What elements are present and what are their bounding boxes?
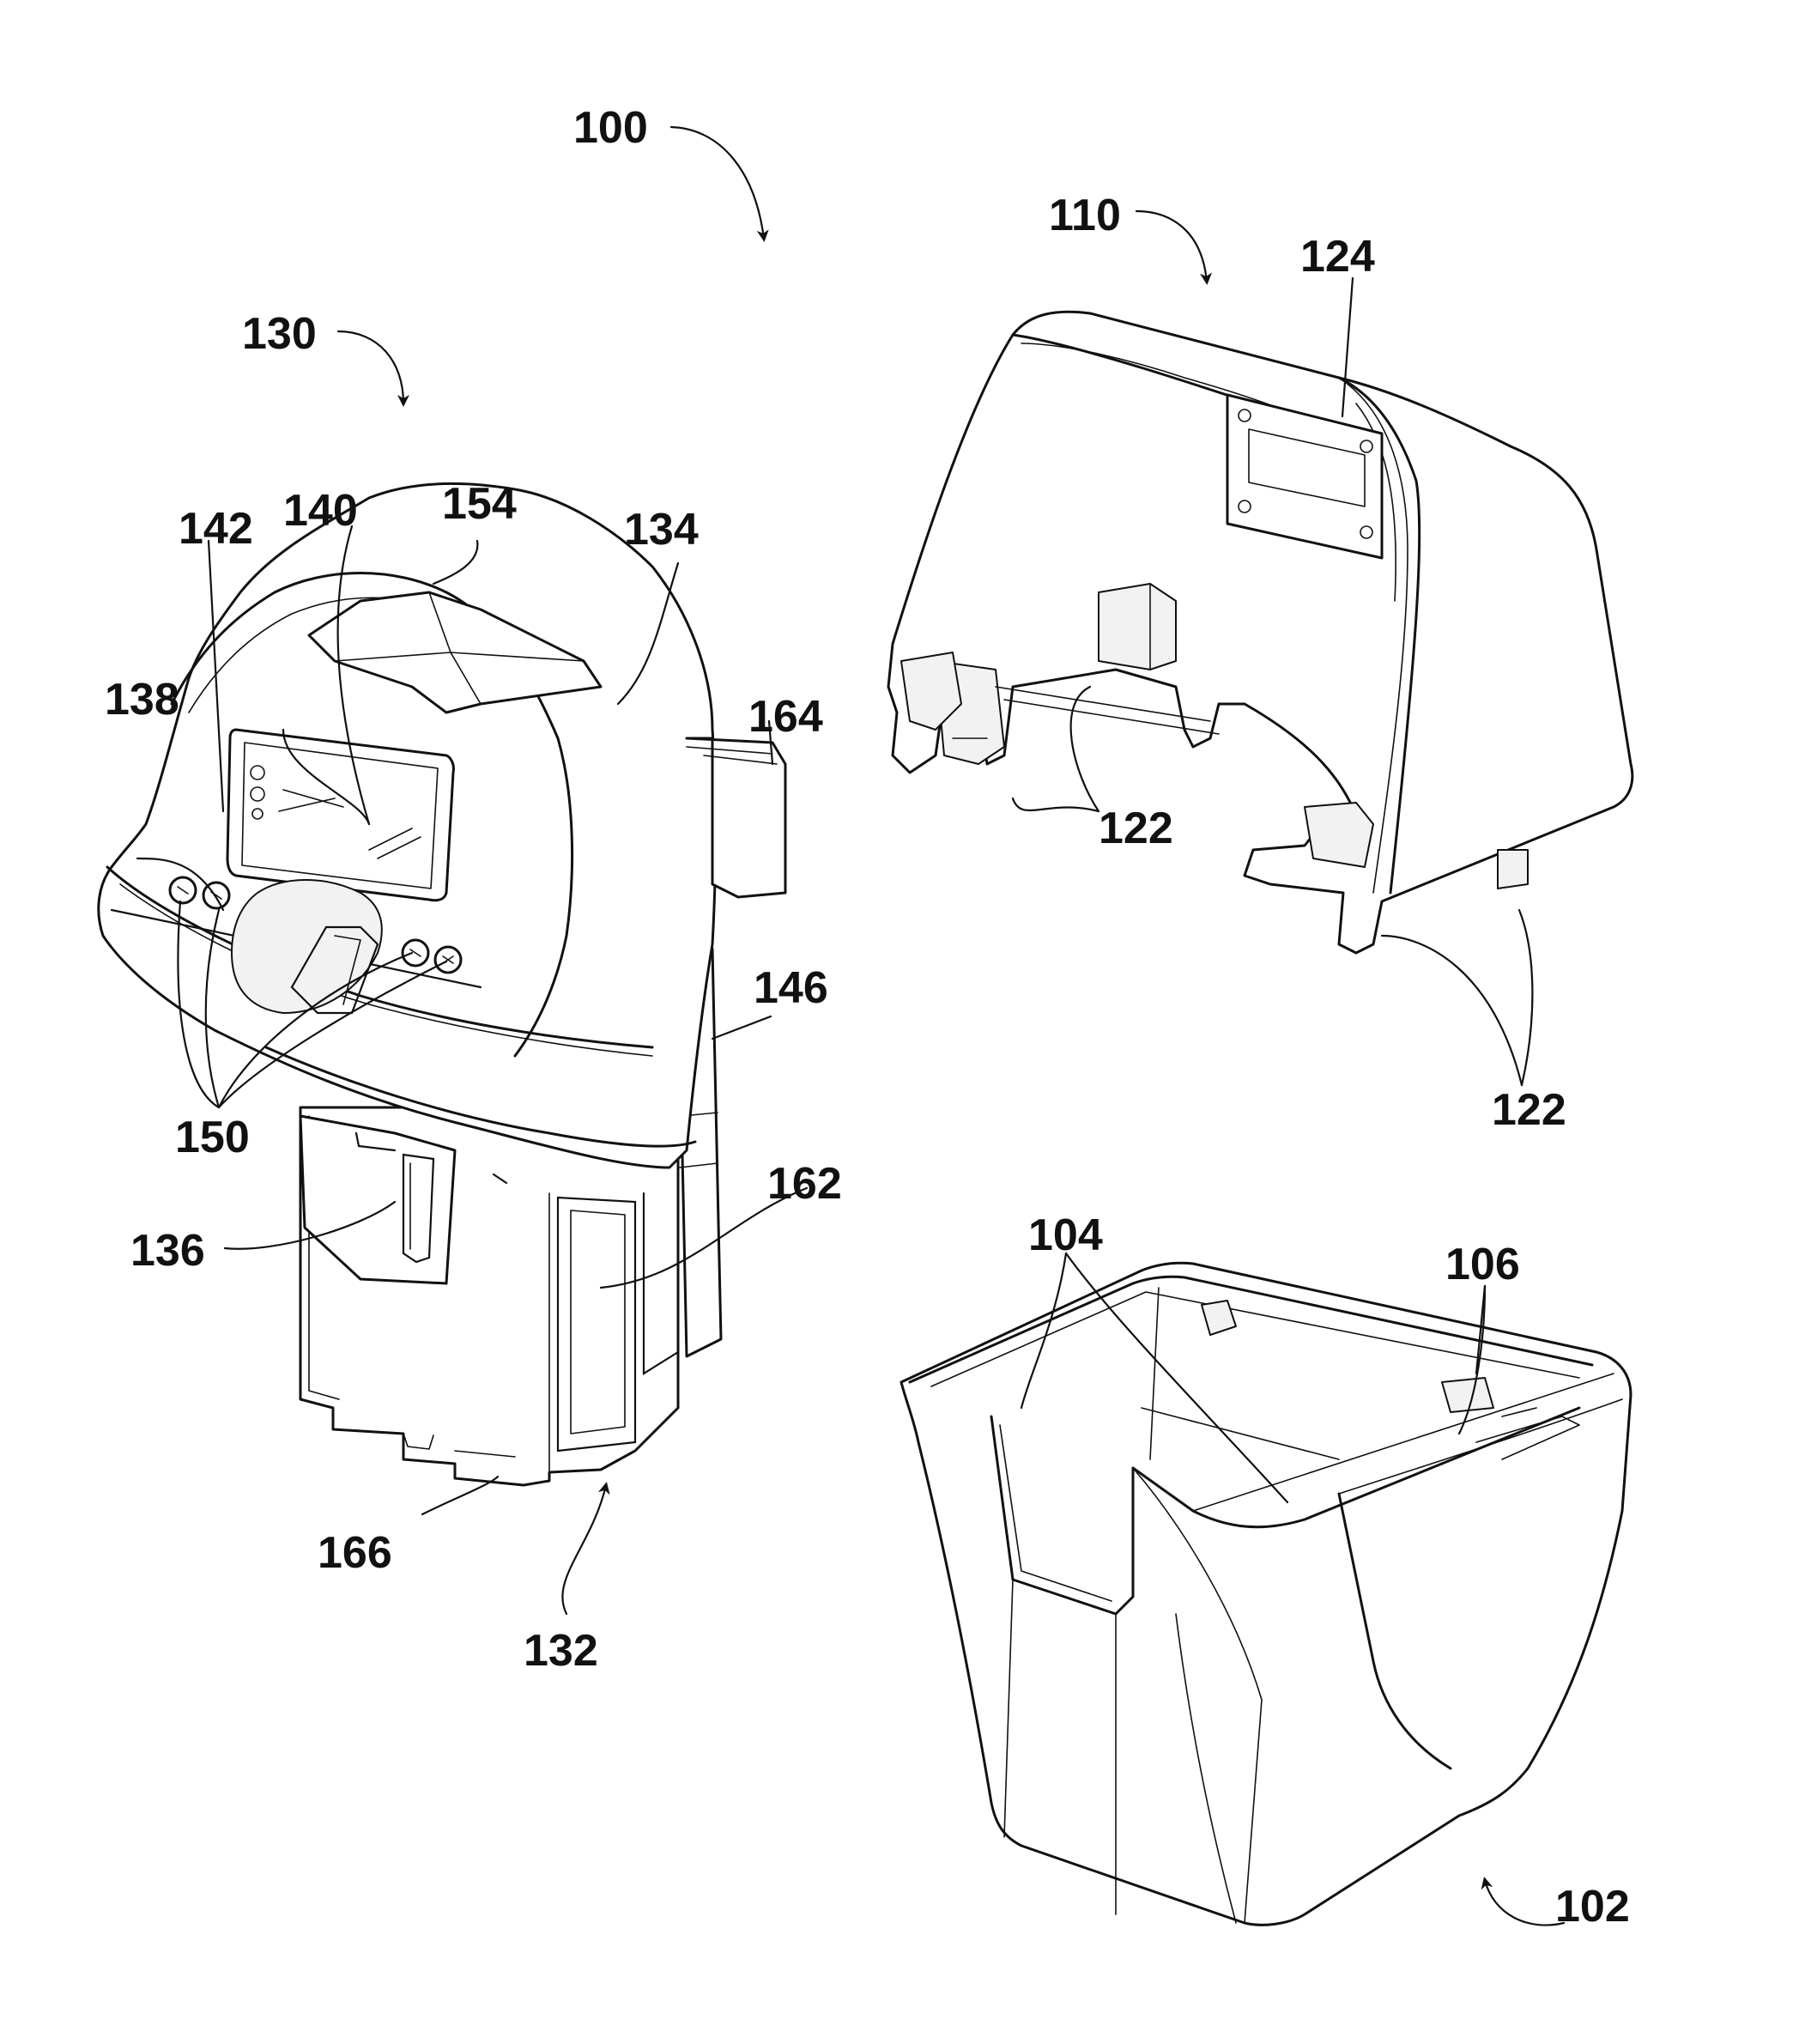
label-154: 154 xyxy=(442,479,517,529)
label-146: 146 xyxy=(754,963,828,1013)
label-142: 142 xyxy=(179,504,253,554)
label-134: 134 xyxy=(624,505,699,555)
label-104: 104 xyxy=(1028,1210,1103,1260)
label-100: 100 xyxy=(573,103,648,153)
label-124: 124 xyxy=(1300,232,1375,282)
label-122-top: 122 xyxy=(1099,804,1173,853)
label-166: 166 xyxy=(318,1528,392,1578)
label-140: 140 xyxy=(283,486,358,536)
label-136: 136 xyxy=(130,1226,205,1276)
label-150: 150 xyxy=(175,1113,250,1162)
cover-110 xyxy=(888,312,1632,953)
base-102 xyxy=(901,1263,1631,1925)
label-110: 110 xyxy=(1049,191,1121,240)
label-106: 106 xyxy=(1445,1240,1520,1289)
upper-housing-134 xyxy=(99,483,785,1168)
label-130: 130 xyxy=(242,309,317,359)
label-122-bottom: 122 xyxy=(1492,1085,1566,1135)
label-138: 138 xyxy=(105,675,179,725)
label-162: 162 xyxy=(767,1159,842,1209)
device-assembly-130 xyxy=(99,483,785,1485)
label-132: 132 xyxy=(524,1626,598,1676)
label-102: 102 xyxy=(1555,1882,1630,1932)
label-164: 164 xyxy=(748,692,823,742)
